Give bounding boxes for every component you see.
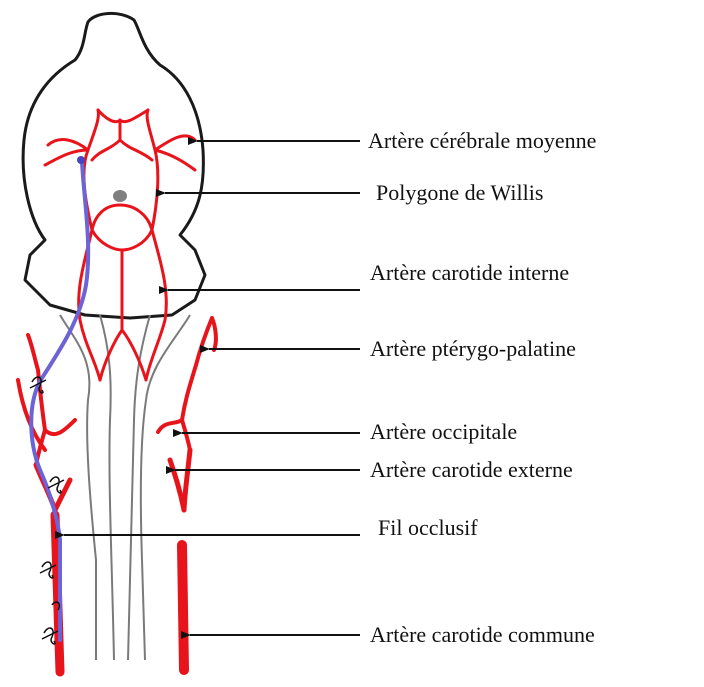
eca-left-fork bbox=[55, 480, 70, 510]
eca-right-fork bbox=[170, 460, 184, 510]
label-circle-of-willis: Polygone de Willis bbox=[376, 182, 543, 204]
filament-tip bbox=[77, 156, 85, 164]
acm-top-branches bbox=[92, 110, 152, 160]
ica-right bbox=[146, 230, 166, 380]
label-common-carotid-artery: Artère carotide commune bbox=[370, 624, 595, 646]
ppa-right bbox=[182, 318, 216, 420]
cerebrum-outline bbox=[23, 13, 205, 318]
ligatures bbox=[30, 377, 64, 644]
circle-of-willis bbox=[92, 205, 152, 250]
ligature-2 bbox=[48, 477, 64, 493]
label-internal-carotid-artery: Artère carotide interne bbox=[370, 262, 569, 284]
clot-spot bbox=[113, 190, 127, 202]
leader-arrows bbox=[64, 141, 360, 635]
label-middle-cerebral-artery: Artère cérébrale moyenne bbox=[368, 130, 596, 152]
mca-left bbox=[45, 110, 98, 230]
mca-right bbox=[147, 110, 195, 230]
brainstem-outline bbox=[60, 315, 190, 660]
label-occipital-artery: Artère occipitale bbox=[370, 421, 517, 443]
label-external-carotid-artery: Artère carotide externe bbox=[370, 459, 573, 481]
brain-outline bbox=[23, 13, 205, 318]
label-pterygopalatine-artery: Artère ptérygo-palatine bbox=[370, 338, 576, 360]
cca-right bbox=[182, 545, 184, 670]
eca-right bbox=[184, 450, 190, 510]
label-occlusive-filament: Fil occlusif bbox=[378, 517, 478, 539]
occipital-right bbox=[158, 420, 190, 450]
